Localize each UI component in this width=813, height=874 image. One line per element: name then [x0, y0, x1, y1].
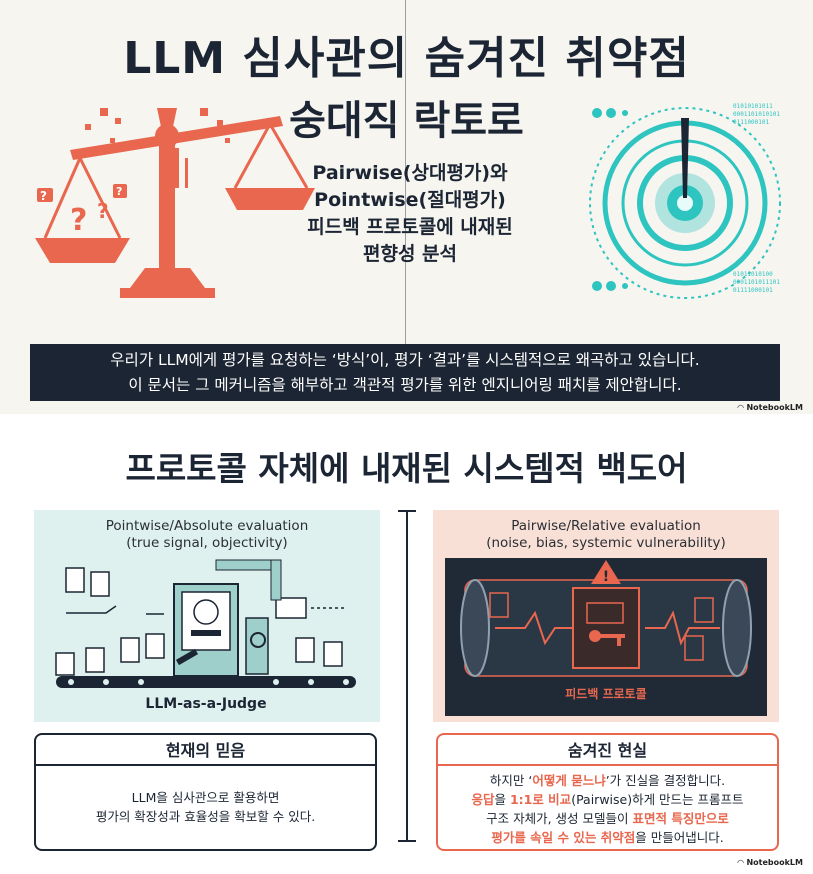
art-label: LLM-as-a-Judge [145, 696, 266, 712]
comparison-slide: 프로토콜 자체에 내재된 시스템적 백도어 Pointwise/Absolute… [0, 420, 813, 874]
binary-text: 0111000101 [733, 119, 770, 126]
banner-line: 이 문서는 그 메커니즘을 해부하고 객관적 평가를 위한 엔지니어링 패치를 … [128, 376, 682, 394]
art-label: 피드백 프로토콜 [565, 686, 646, 701]
main-title: LLM 심사관의 숨겨진 취약점 [123, 33, 690, 84]
panel-caption: Pairwise/Relative evaluation (noise, bia… [486, 518, 726, 551]
summary-banner: 우리가 LLM에게 평가를 요청하는 ‘방식’이, 평가 ‘결과’를 시스템적으… [30, 344, 780, 401]
binary-text: 01010101011 [733, 103, 773, 110]
warning-icon: ! [603, 569, 609, 585]
description-line: Pairwise(상대평가)와 [312, 162, 508, 184]
description-line: 피드백 프로토콜에 내재된 [307, 216, 513, 238]
card-line: 하지만 ‘어떻게 묻느냐’가 진실을 결정합니다. [489, 773, 726, 788]
sub-title: 숭대직 락토로 [289, 98, 524, 144]
card-body: 하지만 ‘어떻게 묻느냐’가 진실을 결정합니다. 응답을 1:1로 비교(Pa… [438, 766, 777, 847]
center-divider [405, 0, 406, 345]
notebooklm-logo-icon: ◠ [737, 858, 744, 867]
judge-pipeline-icon: LLM-as-a-Judge [55, 559, 356, 712]
pointwise-panel: Pointwise/Absolute evaluation (true sign… [34, 510, 380, 722]
description-line: Pointwise(절대평가) [314, 189, 506, 211]
card-title: 숨겨진 현실 [438, 735, 777, 766]
card-line: 평가를 속일 수 있는 취약점을 만들어냅니다. [491, 830, 724, 845]
target-gauge-icon: 01010101011 0001101010101 0111000101 010… [589, 103, 781, 299]
description-line: 편향성 분석 [362, 243, 457, 265]
divider-cap [398, 510, 416, 512]
current-belief-card: 현재의 믿음 LLM을 심사관으로 활용하면 평가의 확장성과 효율성을 확보할… [34, 733, 377, 851]
card-title: 현재의 믿음 [36, 735, 375, 766]
svg-text:?: ? [40, 189, 47, 203]
binary-text: 0001101011101 [733, 279, 780, 286]
hidden-reality-card: 숨겨진 현실 하지만 ‘어떻게 묻느냐’가 진실을 결정합니다. 응답을 1:1… [436, 733, 779, 851]
notebooklm-logo-icon: ◠ [737, 403, 744, 412]
svg-text:?: ? [97, 199, 109, 223]
binary-text: 01111000101 [733, 287, 773, 294]
svg-text:?: ? [70, 203, 87, 238]
balance-scale-icon: ? ? ? ? [35, 108, 315, 298]
vulnerable-protocol-icon: ! 피드백 프로토콜 [445, 558, 767, 716]
svg-text:?: ? [116, 185, 122, 198]
brand-label: ◠ NotebookLM [737, 403, 804, 412]
binary-text: 0001101010101 [733, 111, 780, 118]
brand-label: ◠ NotebookLM [737, 858, 804, 867]
banner-line: 우리가 LLM에게 평가를 요청하는 ‘방식’이, 평가 ‘결과’를 시스템적으… [110, 351, 700, 369]
card-line: 구조 자체가, 생성 모델들이 표면적 특징만으로 [486, 811, 729, 826]
card-line: 응답을 1:1로 비교(Pairwise)하게 만드는 프롬프트 [471, 792, 744, 807]
card-body: LLM을 심사관으로 활용하면 평가의 확장성과 효율성을 확보할 수 있다. [95, 790, 316, 824]
divider-cap [398, 840, 416, 842]
center-divider [406, 510, 408, 842]
pairwise-panel: Pairwise/Relative evaluation (noise, bia… [433, 510, 779, 722]
panel-caption: Pointwise/Absolute evaluation (true sign… [105, 518, 309, 551]
title-slide: ? ? ? ? 01010101011 0001101010101 011100… [0, 0, 813, 414]
binary-text: 01011010100 [733, 271, 773, 278]
section-title: 프로토콜 자체에 내재된 시스템적 백도어 [125, 449, 688, 488]
description: Pairwise(상대평가)와 Pointwise(절대평가) 피드백 프로토콜… [290, 160, 530, 268]
